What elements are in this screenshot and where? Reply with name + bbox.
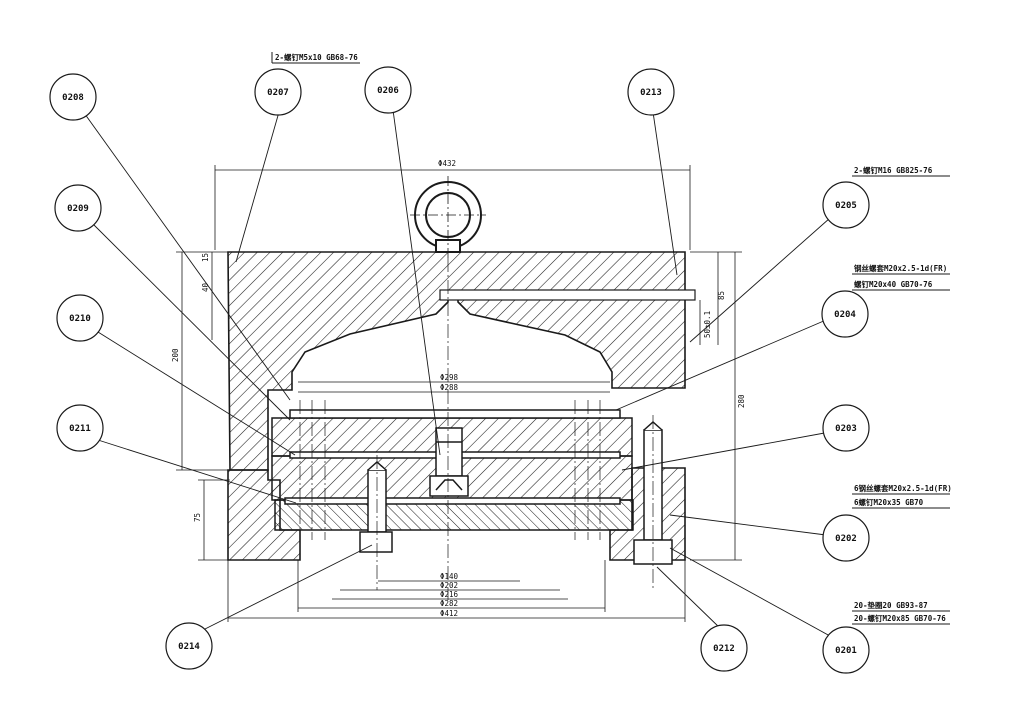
balloon-label-0211: 0211 [69, 424, 91, 434]
balloon-label-0209: 0209 [67, 204, 89, 214]
balloon-0202 [822, 514, 870, 562]
dim-298: Φ298 [440, 373, 459, 382]
balloon-label-0208: 0208 [62, 93, 84, 103]
dim-216: Φ216 [440, 590, 459, 599]
dim-75: 75 [193, 513, 202, 522]
balloon-0204 [821, 290, 869, 338]
balloon-0206 [364, 66, 412, 114]
vertical-dimensions [176, 251, 742, 561]
horizontal-dimensions [214, 165, 691, 622]
balloon-0201 [822, 626, 870, 674]
balloon-label-0201: 0201 [835, 646, 857, 656]
note-0204-b: 螺钉M20x40 GB70-76 [854, 279, 933, 289]
dim-85: 85 [717, 291, 726, 300]
dim-412: Φ412 [440, 609, 458, 618]
balloon-label-0204: 0204 [834, 310, 856, 320]
balloon-0213 [627, 68, 675, 116]
dim-140: Φ140 [440, 572, 459, 581]
leader-lines [81, 109, 831, 637]
balloon-0205 [822, 181, 870, 229]
balloon-label-0206: 0206 [377, 86, 399, 96]
note-0202-b: 6螺钉M20x35 GB70 [854, 497, 924, 507]
balloon-0208 [49, 73, 97, 121]
balloon-0214 [165, 622, 213, 670]
balloon-label-0202: 0202 [835, 534, 857, 544]
note-0201-b: 20-螺钉M20x85 GB70-76 [854, 613, 946, 623]
dim-282: Φ282 [440, 599, 458, 608]
balloon-0211 [56, 404, 104, 452]
balloon-0210 [56, 294, 104, 342]
balloon-0203 [822, 404, 870, 452]
note-underlines [271, 52, 950, 625]
note-0204-a: 钢丝螺套M20x2.5-1d(FR) [854, 263, 947, 273]
balloon-0212 [700, 624, 748, 672]
dim-200: 200 [171, 348, 180, 362]
dim-202: Φ202 [440, 581, 458, 590]
lifting-eye [410, 176, 486, 258]
dim-40: 40 [201, 282, 210, 292]
dim-288: Φ288 [440, 383, 459, 392]
balloon-label-0212: 0212 [713, 644, 735, 654]
dim-280: 280 [737, 394, 746, 408]
balloon-labels: 0208 0207 0206 0213 0209 0205 0210 0204 … [62, 86, 857, 656]
balloon-label-0214: 0214 [178, 642, 200, 652]
center-lines [299, 258, 654, 600]
note-0207: 2-螺钉M5x10 GB68-76 [275, 52, 358, 62]
dim-50: 50±0.1 [703, 311, 712, 338]
dim-15: 15 [201, 253, 210, 262]
balloon-label-0203: 0203 [835, 424, 857, 434]
balloon-label-0205: 0205 [835, 201, 857, 211]
balloon-circles [49, 66, 870, 674]
note-0201-a: 20-垫圈20 GB93-87 [854, 600, 928, 610]
part-notes: 2-螺钉M5x10 GB68-76 2-螺钉M16 GB825-76 钢丝螺套M… [275, 52, 952, 623]
upper-die-block [227, 251, 696, 471]
dim-432: Φ432 [438, 159, 456, 168]
balloon-label-0207: 0207 [267, 88, 289, 98]
balloon-label-0213: 0213 [640, 88, 662, 98]
balloon-label-0210: 0210 [69, 314, 91, 324]
center-punch [429, 427, 469, 497]
balloon-0209 [54, 184, 102, 232]
note-0202-a: 6钢丝螺套M20x2.5-1d(FR) [854, 483, 952, 493]
balloon-0207 [254, 68, 302, 116]
dimension-labels: Φ432 Φ298 Φ288 Φ140 Φ202 Φ216 Φ282 Φ412 … [171, 159, 746, 618]
note-0205: 2-螺钉M16 GB825-76 [854, 165, 933, 175]
